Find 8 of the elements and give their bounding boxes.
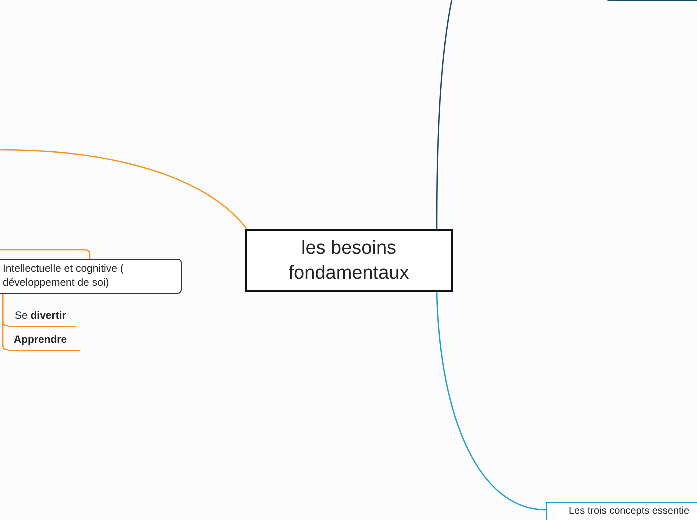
central-topic-box: les besoins fondamentaux	[245, 229, 453, 292]
connector-line	[436, 292, 546, 511]
connector-line	[0, 149, 248, 230]
topic-box: Les trois concepts essentie	[546, 502, 697, 520]
subtopic: Apprendre	[8, 333, 80, 351]
connector-line	[436, 0, 453, 229]
subtopic: Se divertir	[8, 309, 76, 327]
topic-box: Intellectuelle et cognitive ( développement de soi)	[0, 259, 182, 294]
